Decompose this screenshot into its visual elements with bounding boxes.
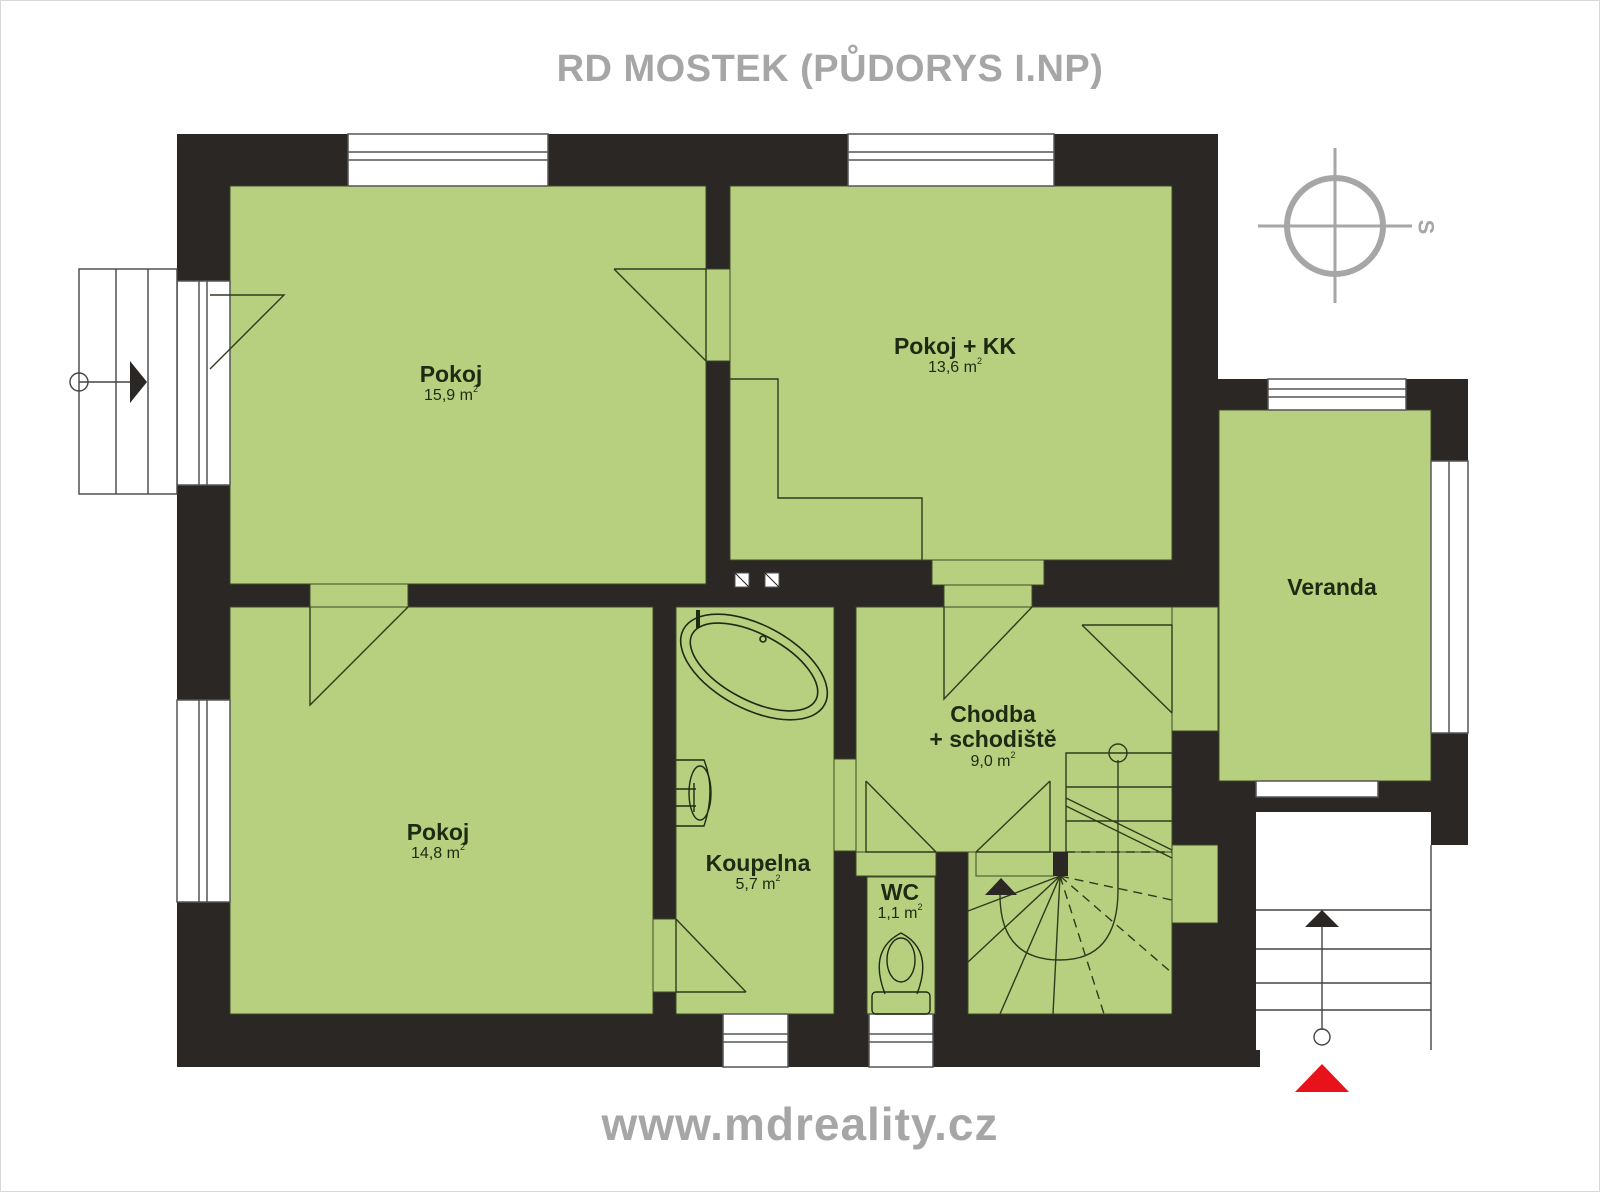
chimney-vents	[734, 572, 780, 588]
label-veranda: Veranda	[1287, 574, 1377, 600]
website-footer[interactable]: www.mdreality.cz	[601, 1098, 999, 1150]
label-pokoj-1: Pokoj 15,9 m2	[419, 361, 483, 405]
room-wc[interactable]	[866, 876, 936, 1015]
room-pokoj-2[interactable]	[229, 606, 654, 1015]
room-veranda[interactable]	[1218, 409, 1432, 782]
right-entrance-steps	[1218, 812, 1468, 1050]
right-entrance-arrow-icon	[1305, 910, 1339, 927]
room-koupelna[interactable]	[675, 606, 835, 1015]
main-entrance-marker-icon	[1295, 1064, 1349, 1092]
staircase	[967, 743, 1173, 1015]
right-wall-pier	[1431, 781, 1468, 845]
label-pokoj-kk: Pokoj + KK 13,6 m2	[893, 333, 1017, 377]
sink-icon	[676, 759, 712, 827]
compass-icon	[1258, 148, 1412, 303]
hall-passage	[855, 851, 937, 877]
label-koupelna: Koupelna 5,7 m2	[705, 850, 811, 894]
stair-post	[1053, 852, 1068, 876]
kitchen-counter	[730, 378, 923, 560]
room-chodba[interactable]	[855, 606, 1173, 853]
compass-south-label: S	[1413, 219, 1439, 235]
stair-arrow-icon	[985, 878, 1017, 895]
label-pokoj-2: Pokoj 14,8 m2	[406, 819, 470, 863]
right-wall-segment	[1218, 812, 1256, 1067]
windows	[176, 133, 1469, 1068]
room-pokoj-1[interactable]	[229, 185, 707, 585]
plan-title: RD MOSTEK (PŮDORYS I.NP)	[556, 48, 1104, 90]
bathtub-icon	[679, 610, 829, 721]
label-wc: WC 1,1 m2	[877, 879, 923, 923]
left-entrance-steps	[69, 268, 178, 495]
hall-landing	[975, 851, 1055, 877]
left-entrance-arrow-icon	[130, 361, 147, 403]
toilet-icon	[871, 932, 931, 1015]
label-chodba: Chodba + schodiště 9,0 m2	[929, 701, 1057, 770]
